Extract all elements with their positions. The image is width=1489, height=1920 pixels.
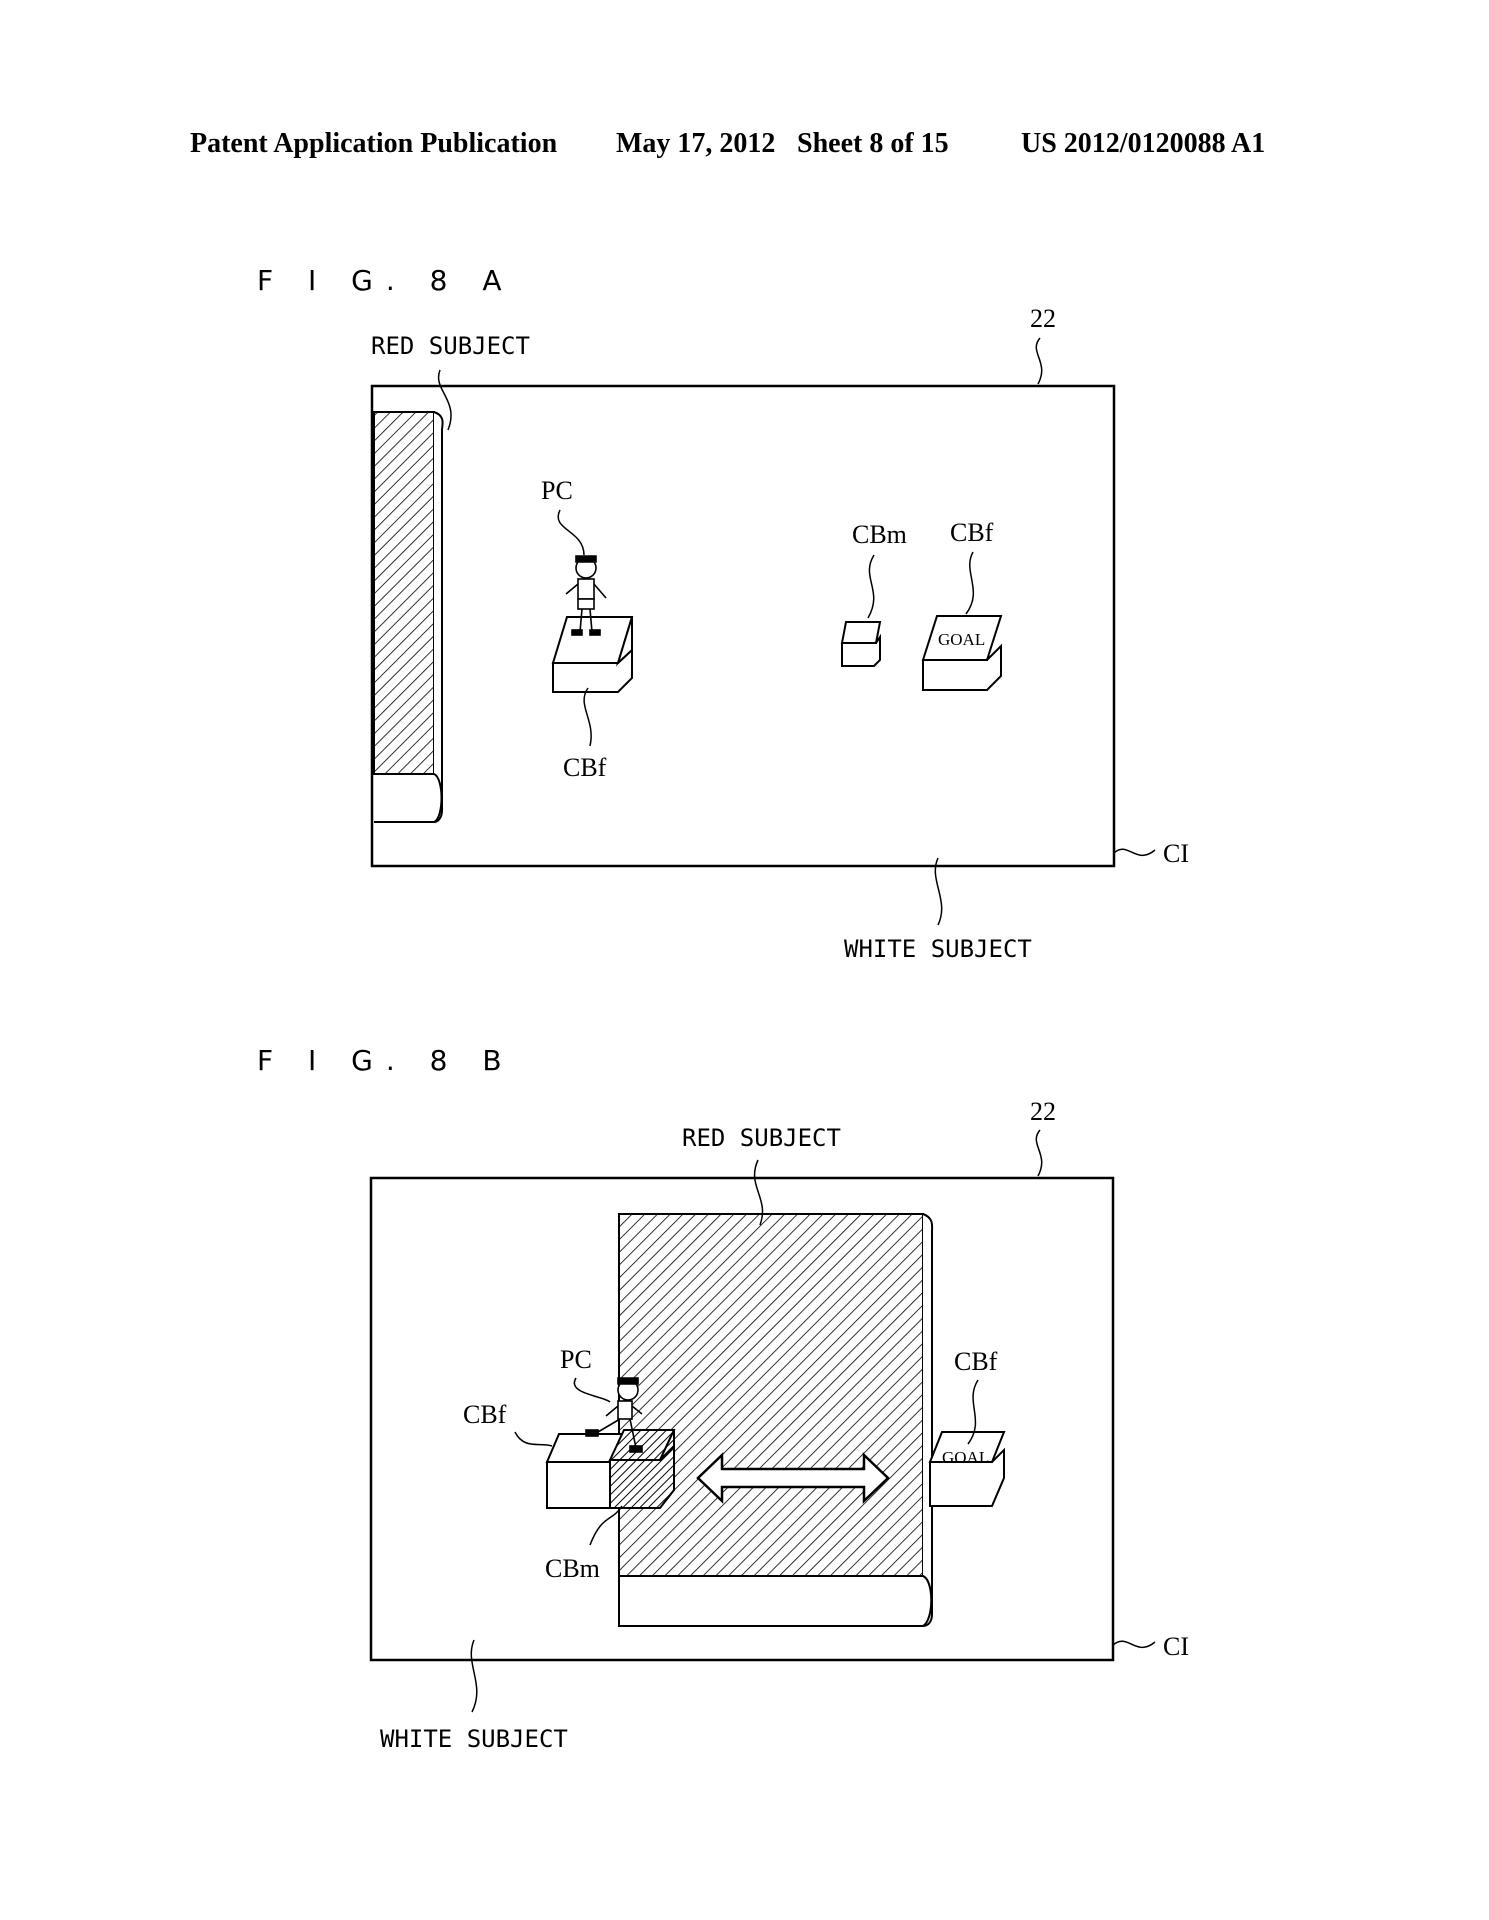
fig8b-white-subject-leader bbox=[470, 1639, 478, 1713]
fig8b-moving-block-leader bbox=[589, 1505, 623, 1546]
fig8a-ref-22-leader bbox=[1035, 337, 1043, 385]
fig8a-fixed-block-label: CBf bbox=[563, 753, 607, 782]
fig8a-fixed-block bbox=[551, 616, 634, 693]
patent-number: US 2012/0120088 A1 bbox=[1021, 128, 1266, 159]
fig8b-title: F I G. 8 B bbox=[257, 1044, 515, 1077]
fig8b-moving-block bbox=[608, 1429, 676, 1509]
fig8b-player-leader bbox=[573, 1377, 611, 1403]
fig8a-ref-ci-leader bbox=[1113, 848, 1156, 857]
fig8a-ref-ci: CI bbox=[1163, 839, 1189, 868]
fig8b-goal-text: GOAL bbox=[942, 1448, 989, 1467]
fig8a-player-leader bbox=[557, 509, 585, 556]
fig8a-title: F I G. 8 A bbox=[257, 264, 515, 297]
fig8a-goal-block-leader bbox=[965, 551, 975, 615]
fig8a-screen-frame bbox=[370, 384, 1116, 868]
fig8b-player-figure bbox=[585, 1377, 643, 1453]
fig8b-moving-block-label: CBm bbox=[545, 1554, 600, 1583]
fig8a-ref-22: 22 bbox=[1030, 304, 1056, 333]
figure-8a: F I G. 8 A 22 CI RED SUBJECT WHITE SUBJE… bbox=[257, 264, 1189, 963]
publication-label: Patent Application Publication bbox=[190, 128, 558, 159]
fig8a-red-subject bbox=[373, 411, 444, 823]
fig8a-player-figure bbox=[565, 555, 607, 636]
fig8b-move-arrow bbox=[696, 1452, 890, 1504]
fig8a-moving-block-label: CBm bbox=[852, 520, 907, 549]
fig8a-white-subject-leader bbox=[934, 857, 943, 926]
fig8b-ref-ci: CI bbox=[1163, 1632, 1189, 1661]
fig8b-ref-ci-leader bbox=[1112, 1640, 1156, 1649]
fig8a-white-subject-label: WHITE SUBJECT bbox=[844, 935, 1032, 963]
fig8b-goal-block bbox=[928, 1431, 1006, 1507]
fig8a-goal-block-label: CBf bbox=[950, 518, 994, 547]
fig8b-screen-frame bbox=[369, 1176, 1115, 1662]
fig8b-red-subject-leader bbox=[753, 1159, 764, 1226]
fig8b-ref-22: 22 bbox=[1030, 1097, 1056, 1126]
fig8a-moving-block bbox=[840, 621, 882, 667]
fig8a-fixed-block-leader bbox=[583, 687, 592, 747]
fig8a-goal-block bbox=[921, 615, 1003, 691]
fig8a-player-label: PC bbox=[541, 476, 573, 505]
fig8b-goal-block-leader bbox=[967, 1379, 979, 1445]
fig8a-goal-text: GOAL bbox=[938, 630, 985, 649]
fig8b-white-subject-label: WHITE SUBJECT bbox=[380, 1725, 568, 1753]
fig8a-red-subject-leader bbox=[437, 369, 452, 431]
fig8b-fixed-block-label: CBf bbox=[463, 1400, 507, 1429]
publication-date: May 17, 2012 bbox=[616, 128, 776, 159]
fig8b-fixed-block-leader bbox=[514, 1431, 553, 1447]
fig8b-red-subject-label: RED SUBJECT bbox=[682, 1124, 841, 1152]
figure-8b: F I G. 8 B 22 CI RED SUBJECT CBf bbox=[257, 1044, 1189, 1753]
fig8b-ref-22-leader bbox=[1035, 1129, 1043, 1177]
fig8a-moving-block-leader bbox=[867, 554, 875, 619]
fig8b-player-label: PC bbox=[560, 1345, 592, 1374]
fig8b-goal-block-label: CBf bbox=[954, 1347, 998, 1376]
fig8a-red-subject-label: RED SUBJECT bbox=[371, 332, 530, 360]
sheet-number: Sheet 8 of 15 bbox=[797, 128, 949, 159]
fig8b-red-subject bbox=[618, 1213, 934, 1627]
page-header: Patent Application Publication May 17, 2… bbox=[0, 128, 1489, 168]
